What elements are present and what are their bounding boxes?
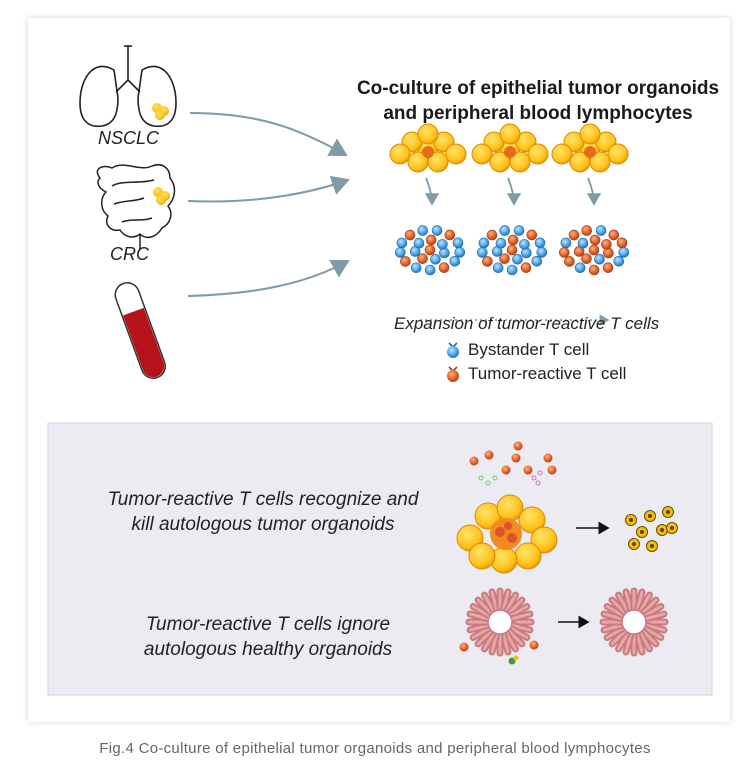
legend-tumor-reactive-label: Tumor-reactive T cell (468, 364, 627, 383)
figure-illustration (47, 45, 713, 696)
title-line-2: and peripheral blood lymphocytes (383, 103, 693, 124)
healthy-organoid (465, 587, 535, 657)
colon-tumor-icon (153, 187, 170, 205)
legend-bystander-label: Bystander T cell (468, 340, 590, 359)
expansion-label: Expansion of tumor-reactive T cells (394, 314, 660, 333)
colon-icon (96, 164, 176, 250)
t-cell-cluster (476, 225, 548, 276)
input-arrows (187, 112, 350, 297)
panel-row1-line1: Tumor-reactive T cells recognize and (107, 489, 419, 510)
attacked-tumor-organoid (456, 494, 558, 574)
legend-bystander: Bystander T cell (444, 340, 589, 360)
bottom-panel (47, 422, 713, 696)
t-cell-cluster (394, 225, 466, 276)
panel-row1-text: Tumor-reactive T cells recognize and kil… (68, 487, 458, 537)
dead-tumor-cells (625, 506, 678, 552)
panel-row2-line2: autologous healthy organoids (143, 639, 393, 660)
lung-tumor-icon (152, 103, 169, 120)
figure-card: Co-culture of epithelial tumor organoids… (28, 18, 730, 722)
crc-label: CRC (110, 244, 149, 264)
tumor-reactive-t-cell-icon (447, 366, 459, 382)
bystander-t-cell-icon (447, 342, 459, 358)
nsclc-label: NSCLC (98, 128, 160, 148)
t-cell-cluster (558, 225, 630, 276)
ignoring-t-cells (459, 640, 539, 665)
panel-row1-line2: kill autologous tumor organoids (131, 514, 395, 535)
title-line-1: Co-culture of epithelial tumor organoids (356, 78, 720, 99)
tumor-reactive-t-cells-attacking (469, 441, 557, 486)
panel-row2-text: Tumor-reactive T cells ignore autologous… (88, 612, 448, 662)
t-cell-clusters (394, 225, 630, 276)
figure-caption: Fig.4 Co-culture of epithelial tumor org… (99, 740, 651, 757)
expansion-down-arrows (424, 177, 602, 206)
figure-title: Co-culture of epithelial tumor organoids… (318, 76, 750, 126)
blood-tube-icon (114, 282, 167, 379)
legend-tumor-reactive: Tumor-reactive T cell (444, 364, 626, 384)
lungs-icon (79, 45, 177, 128)
healthy-organoid-intact (599, 587, 669, 657)
tumor-organoids-row (389, 123, 629, 173)
panel-row2-line1: Tumor-reactive T cells ignore (145, 614, 391, 635)
